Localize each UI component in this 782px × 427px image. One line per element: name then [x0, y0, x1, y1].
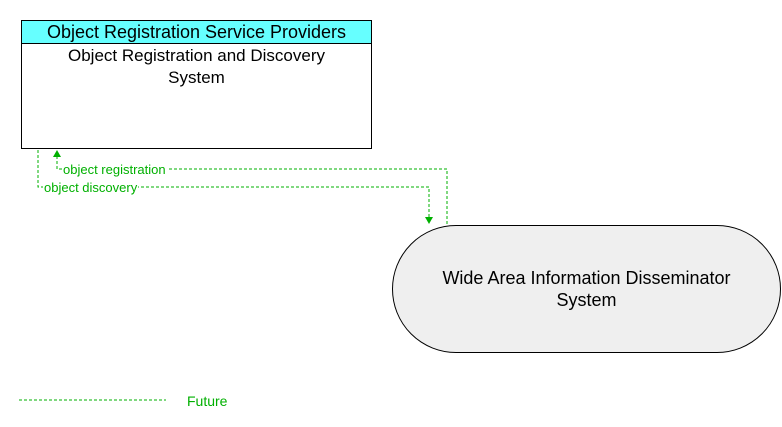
object-discovery-arrowhead	[425, 217, 433, 224]
wide-area-information-disseminator-node[interactable]: Wide Area Information Disseminator Syste…	[392, 225, 781, 353]
object-discovery-flow-label: object discovery	[43, 180, 139, 195]
object-registration-service-provider-node[interactable]: Object Registration Service Providers Ob…	[21, 20, 372, 149]
node-body-label: Object Registration and Discovery System	[67, 46, 325, 87]
object-registration-flow-label: object registration	[62, 162, 167, 177]
disseminator-label: Wide Area Information Disseminator Syste…	[442, 268, 731, 310]
legend-future-label: Future	[187, 393, 228, 409]
object-registration-flow-line	[56, 156, 448, 224]
object-registration-arrowhead	[53, 150, 61, 157]
node-header-label: Object Registration Service Providers	[22, 21, 371, 44]
object-discovery-flow-line	[37, 150, 430, 217]
